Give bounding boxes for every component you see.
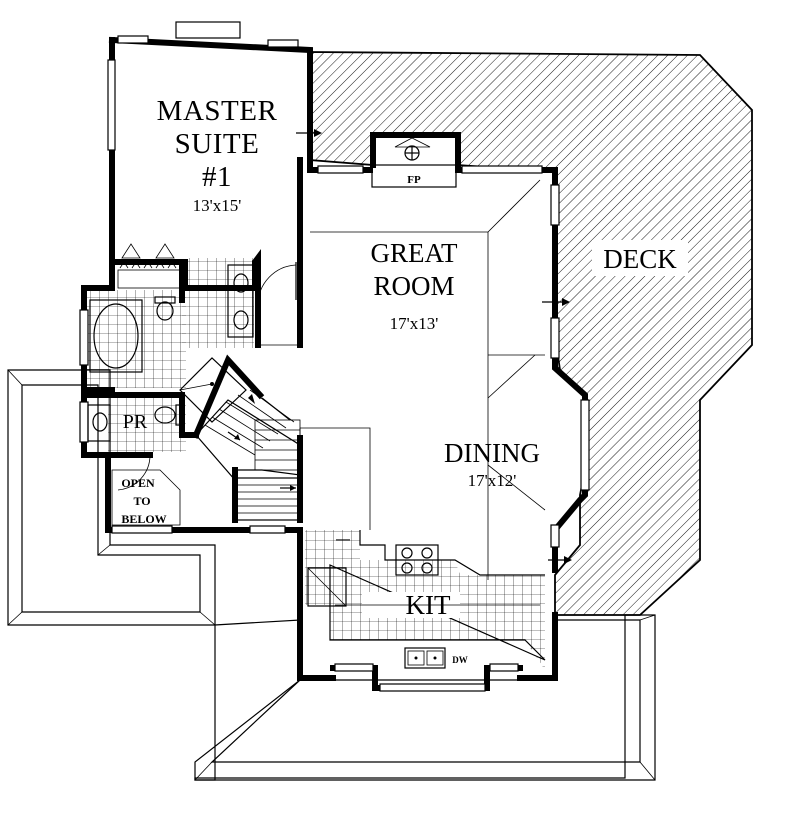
dining-labels: DINING 17'x12' bbox=[444, 438, 540, 490]
dishwasher-label: DW bbox=[452, 655, 468, 665]
master-suite-size: 13'x15' bbox=[193, 196, 242, 215]
great-room-line1: GREAT bbox=[371, 238, 459, 268]
stairs bbox=[195, 389, 301, 521]
dining-label: DINING bbox=[444, 438, 540, 468]
kitchen: DW KIT bbox=[307, 530, 546, 669]
dining-size: 17'x12' bbox=[468, 471, 517, 490]
powder-room-fixtures: PR bbox=[87, 404, 183, 491]
windows bbox=[79, 35, 590, 692]
master-suite-line2: SUITE bbox=[175, 128, 260, 160]
open-to-below-line3: BELOW bbox=[121, 512, 166, 526]
master-suite-labels: MASTER SUITE #1 13'x15' bbox=[150, 95, 282, 215]
master-suite-line1: MASTER bbox=[157, 95, 278, 127]
interior-lines bbox=[258, 179, 546, 580]
bath-fixtures bbox=[89, 243, 297, 423]
master-suite-line3: #1 bbox=[202, 161, 232, 193]
great-room-line2: ROOM bbox=[373, 271, 454, 301]
deck-label: DECK bbox=[603, 244, 677, 274]
great-room-labels: GREAT ROOM 17'x13' bbox=[371, 238, 459, 333]
open-to-below-line1: OPEN bbox=[121, 476, 155, 490]
door-arrows bbox=[296, 129, 572, 564]
powder-room-label: PR bbox=[123, 411, 148, 433]
fireplace: FP bbox=[371, 137, 457, 188]
open-to-below: OPEN TO BELOW bbox=[111, 469, 181, 526]
open-to-below-line2: TO bbox=[133, 494, 150, 508]
fireplace-label: FP bbox=[407, 174, 421, 186]
great-room-size: 17'x13' bbox=[390, 314, 439, 333]
